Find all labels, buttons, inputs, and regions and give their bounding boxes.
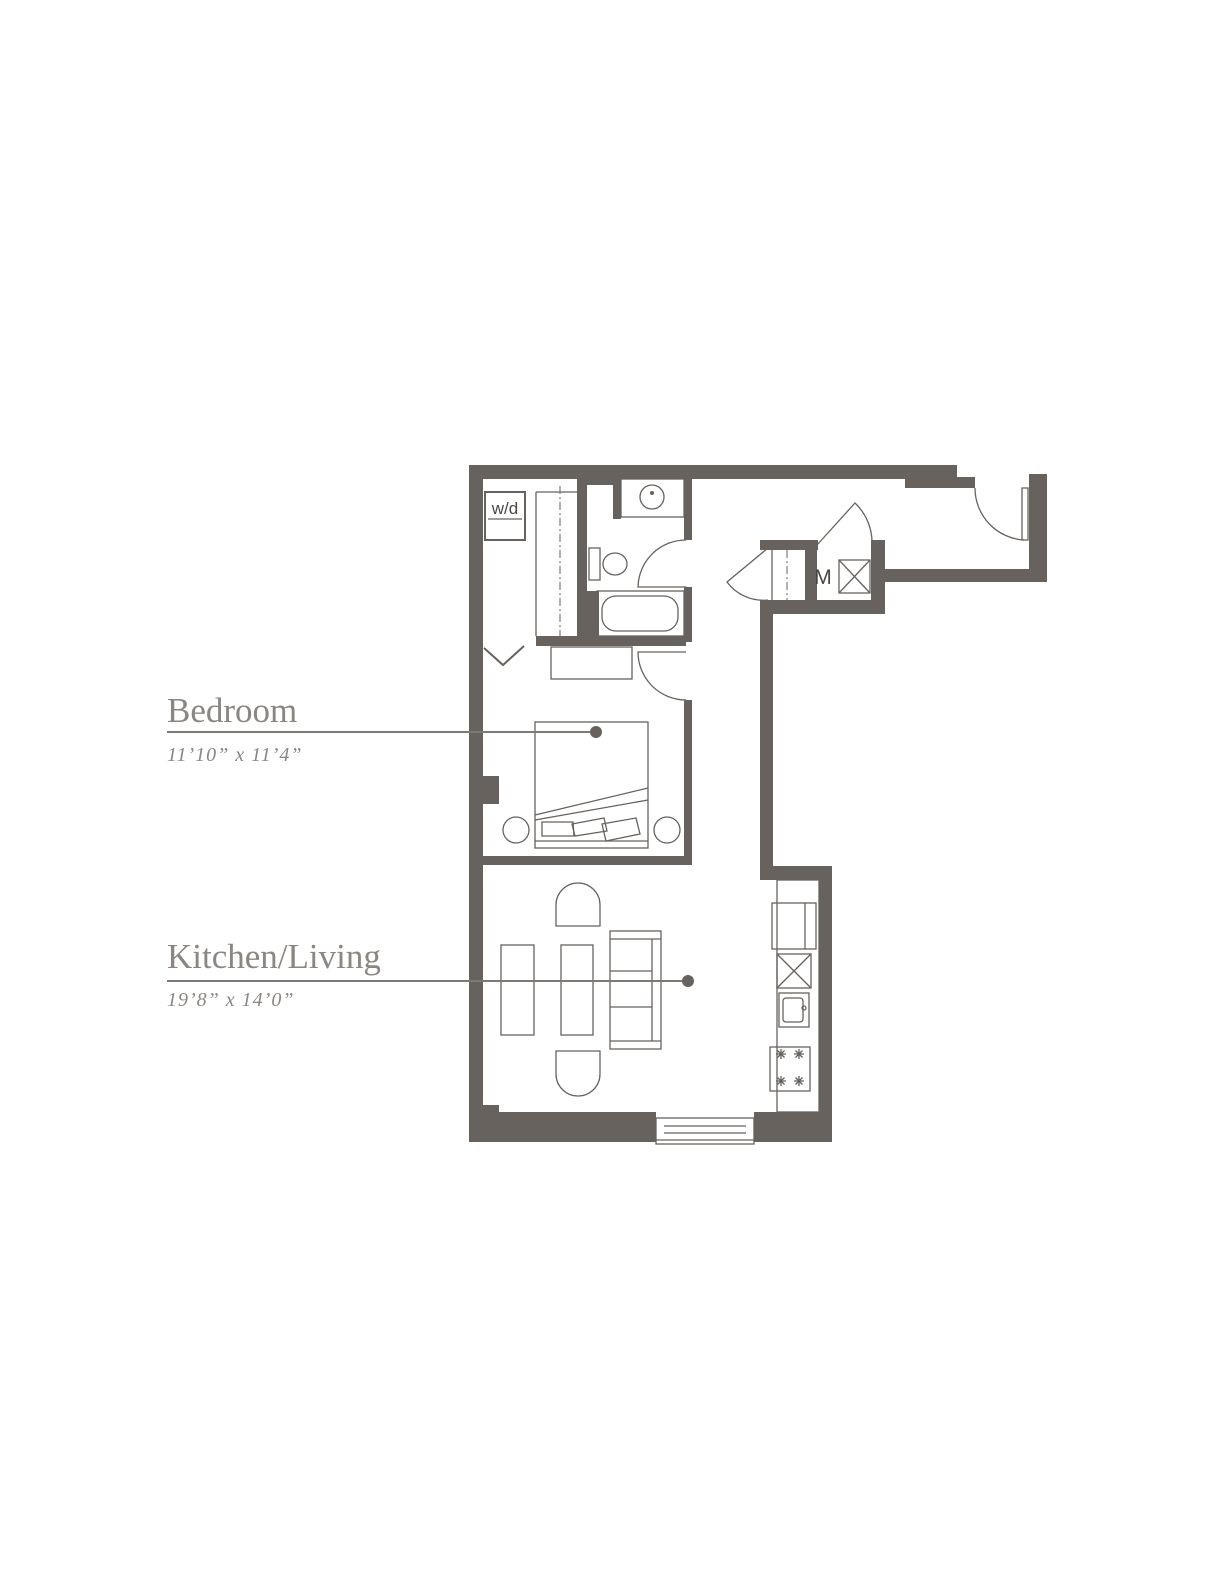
bedroom-name: Bedroom <box>167 691 297 730</box>
laundry-closet: w/d <box>483 486 577 667</box>
mechanical-room: M <box>814 559 871 594</box>
exterior-walls <box>469 465 1047 1142</box>
kitchen-living-dimensions: 19’8” x 14’0” <box>167 989 294 1011</box>
window <box>655 1117 755 1145</box>
kitchen-living-label-group: Kitchen/Living 19’8” x 14’0” <box>167 937 694 1011</box>
mechanical-label: M <box>814 566 832 589</box>
entry-closet <box>771 550 788 600</box>
interior-walls <box>483 479 692 865</box>
bedroom-dimensions: 11’10” x 11’4” <box>167 744 302 766</box>
bedroom-furniture <box>502 646 681 849</box>
kitchen-counter <box>769 879 820 1113</box>
bedroom-label-group: Bedroom 11’10” x 11’4” <box>167 691 602 766</box>
living-furniture <box>500 882 662 1097</box>
doors <box>637 487 1029 701</box>
washer-dryer-label: w/d <box>491 499 518 518</box>
bathroom <box>588 478 685 637</box>
bedroom-marker <box>590 726 602 738</box>
kitchen-living-marker <box>682 975 694 987</box>
kitchen-living-name: Kitchen/Living <box>167 937 381 976</box>
bifold-door <box>483 645 525 667</box>
